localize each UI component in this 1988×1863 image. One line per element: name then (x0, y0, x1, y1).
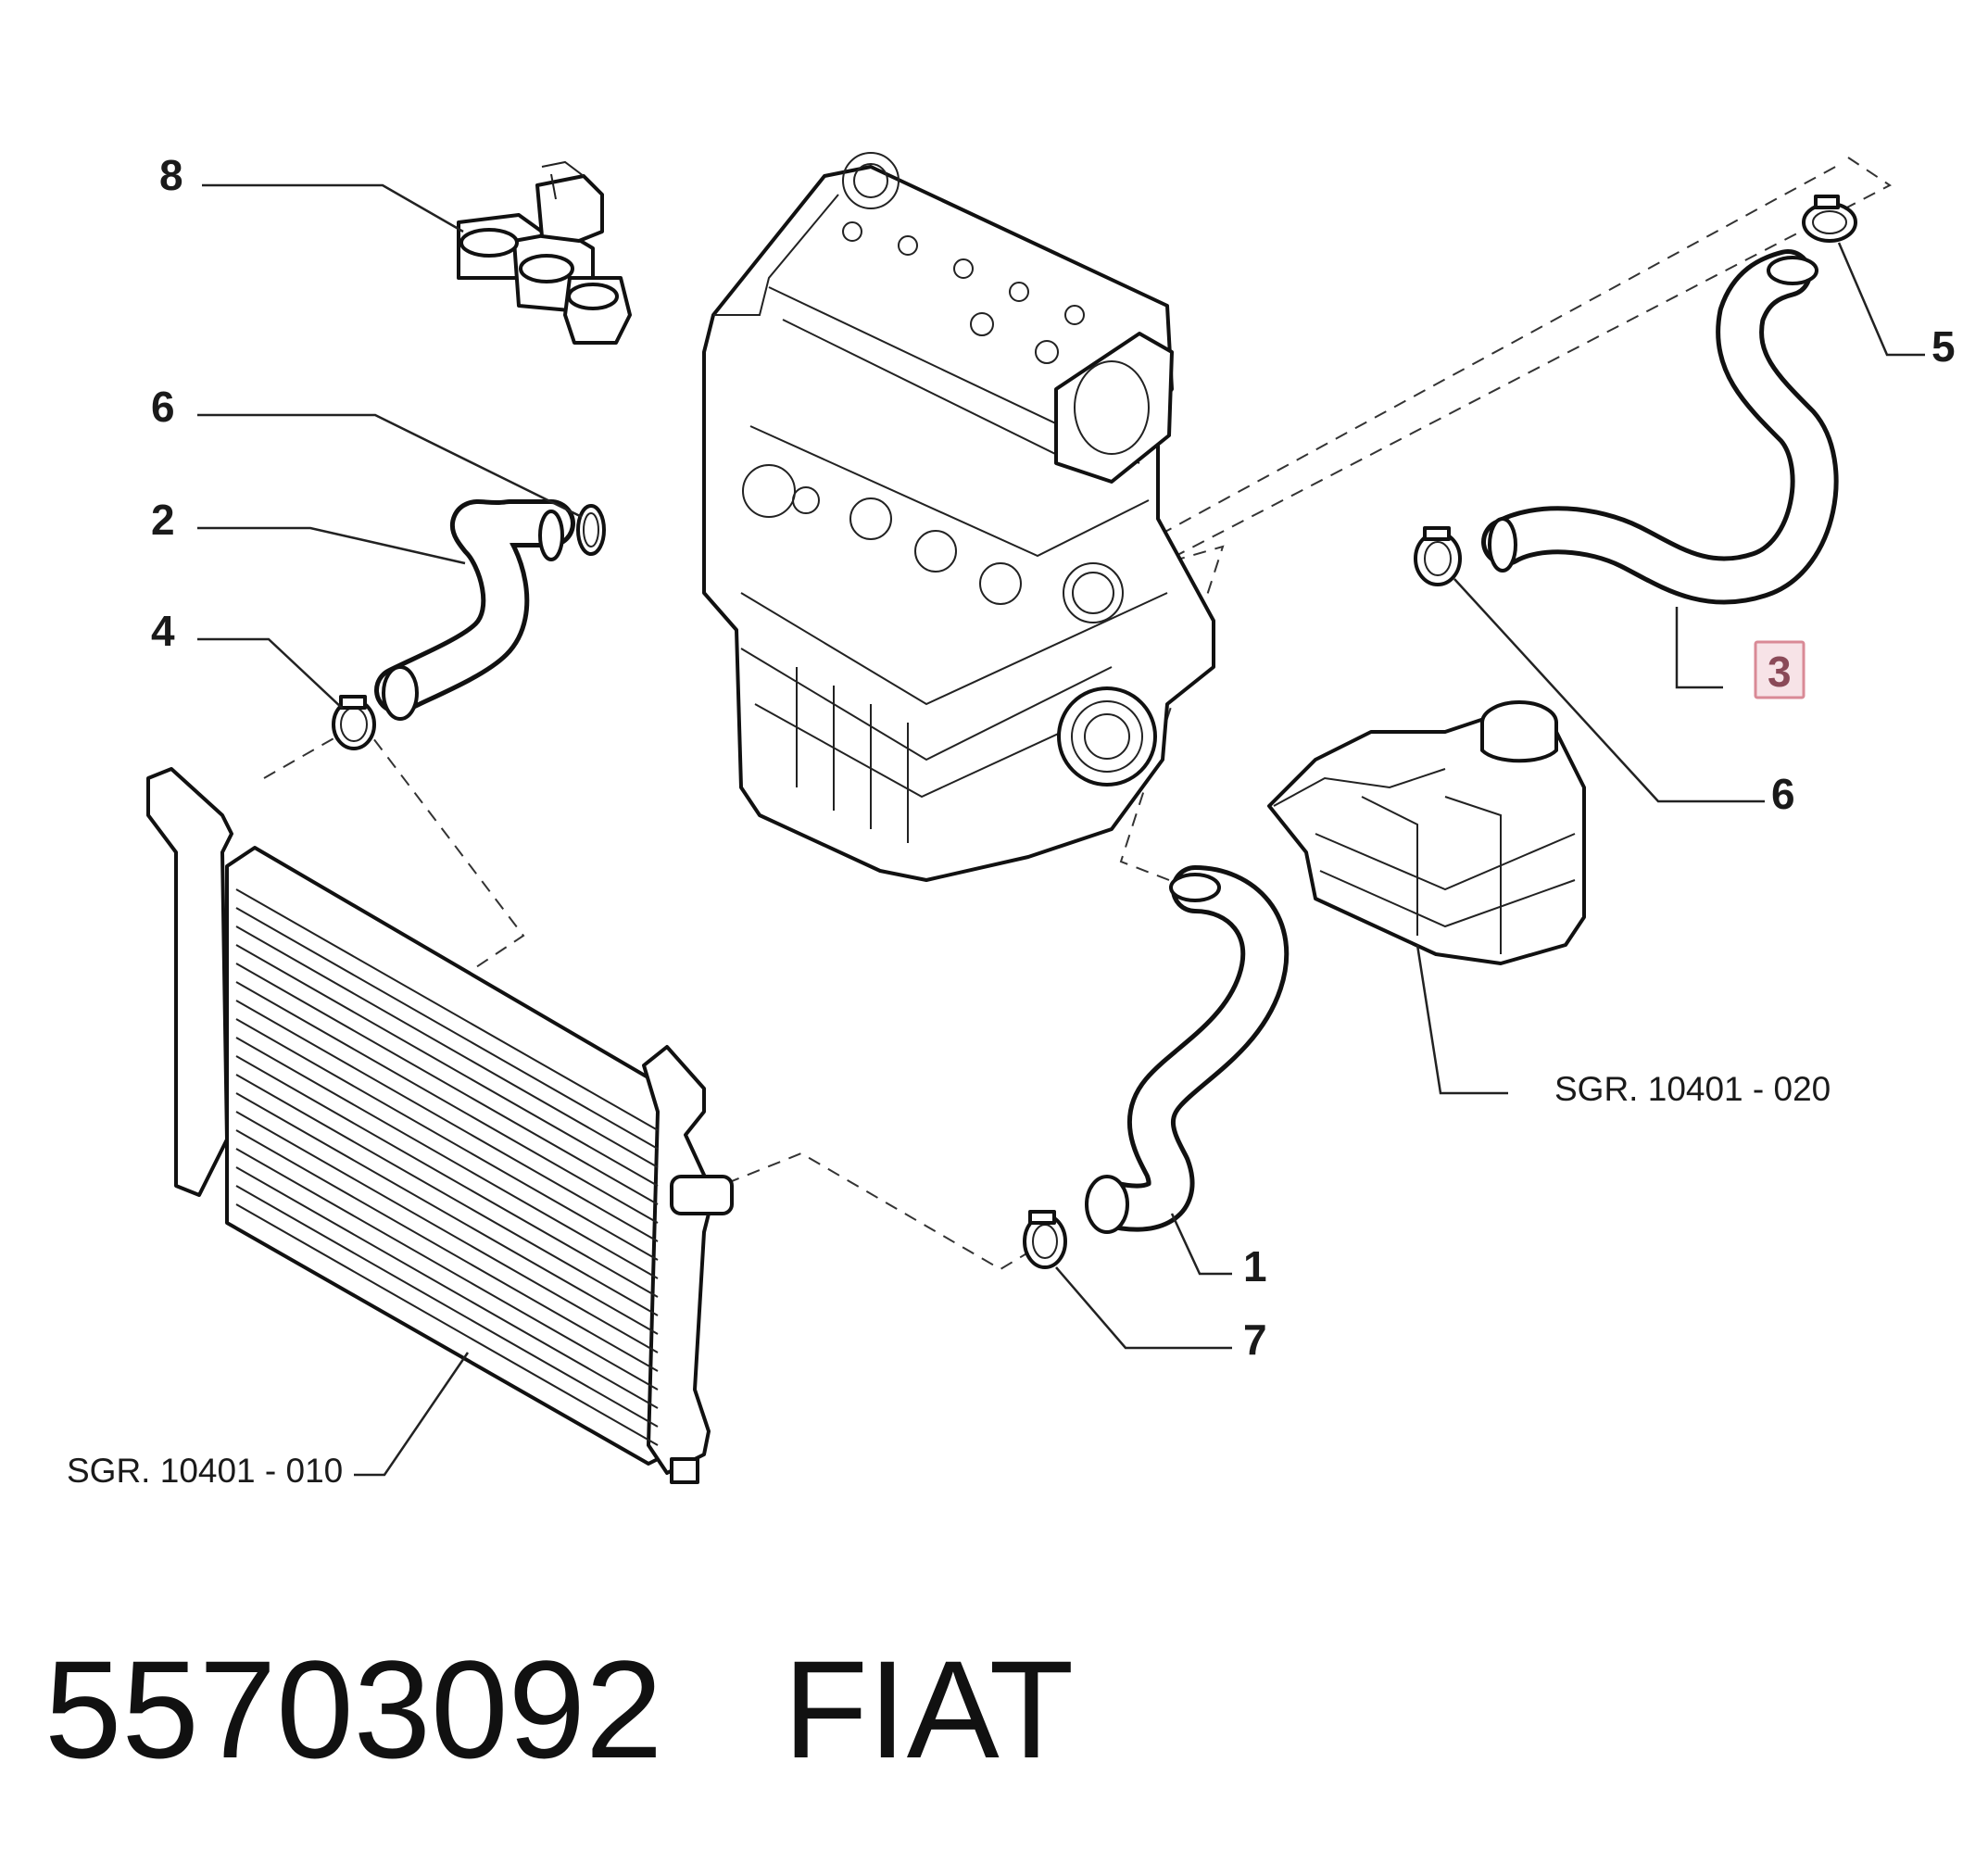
o-ring-part-6-left (576, 504, 606, 556)
callout-3: 3 (1768, 648, 1792, 696)
hose-clamp-part-7 (1023, 1210, 1067, 1269)
callout-6-right: 6 (1771, 770, 1795, 818)
hose-clamp-part-4 (332, 695, 376, 750)
assembly-dashed-lines (263, 157, 1892, 1271)
callout-2: 2 (151, 496, 175, 544)
engine-block-part (702, 152, 1215, 882)
brand-name: FIAT (783, 1631, 1075, 1787)
callout-6-left: 6 (151, 383, 175, 431)
thermostat-housing-part (457, 160, 632, 345)
radiator-group-reference: SGR. 10401 - 010 (67, 1452, 343, 1490)
expansion-tank-group-reference: SGR. 10401 - 020 (1554, 1070, 1831, 1108)
hose-part-3 (1481, 249, 1839, 605)
hose-clamp-part-6-right (1414, 526, 1462, 586)
callout-7: 7 (1243, 1315, 1267, 1364)
hose-part-1 (1085, 865, 1290, 1234)
radiator-part (146, 767, 734, 1484)
hose-clamp-part-5 (1802, 195, 1857, 243)
expansion-tank-part (1267, 700, 1586, 965)
callout-4: 4 (151, 607, 175, 655)
callout-5: 5 (1931, 322, 1956, 371)
hose-part-2 (374, 499, 575, 721)
leader-lines (197, 183, 1925, 1477)
group-references: SGR. 10401 - 010 SGR. 10401 - 020 (67, 1070, 1831, 1490)
callout-1: 1 (1243, 1242, 1267, 1290)
callout-3-highlight-box (1754, 640, 1806, 699)
callout-8: 8 (159, 151, 183, 199)
callout-labels: 8 6 2 4 5 3 6 1 7 (151, 151, 1956, 1364)
part-number: 55703092 (44, 1631, 663, 1787)
